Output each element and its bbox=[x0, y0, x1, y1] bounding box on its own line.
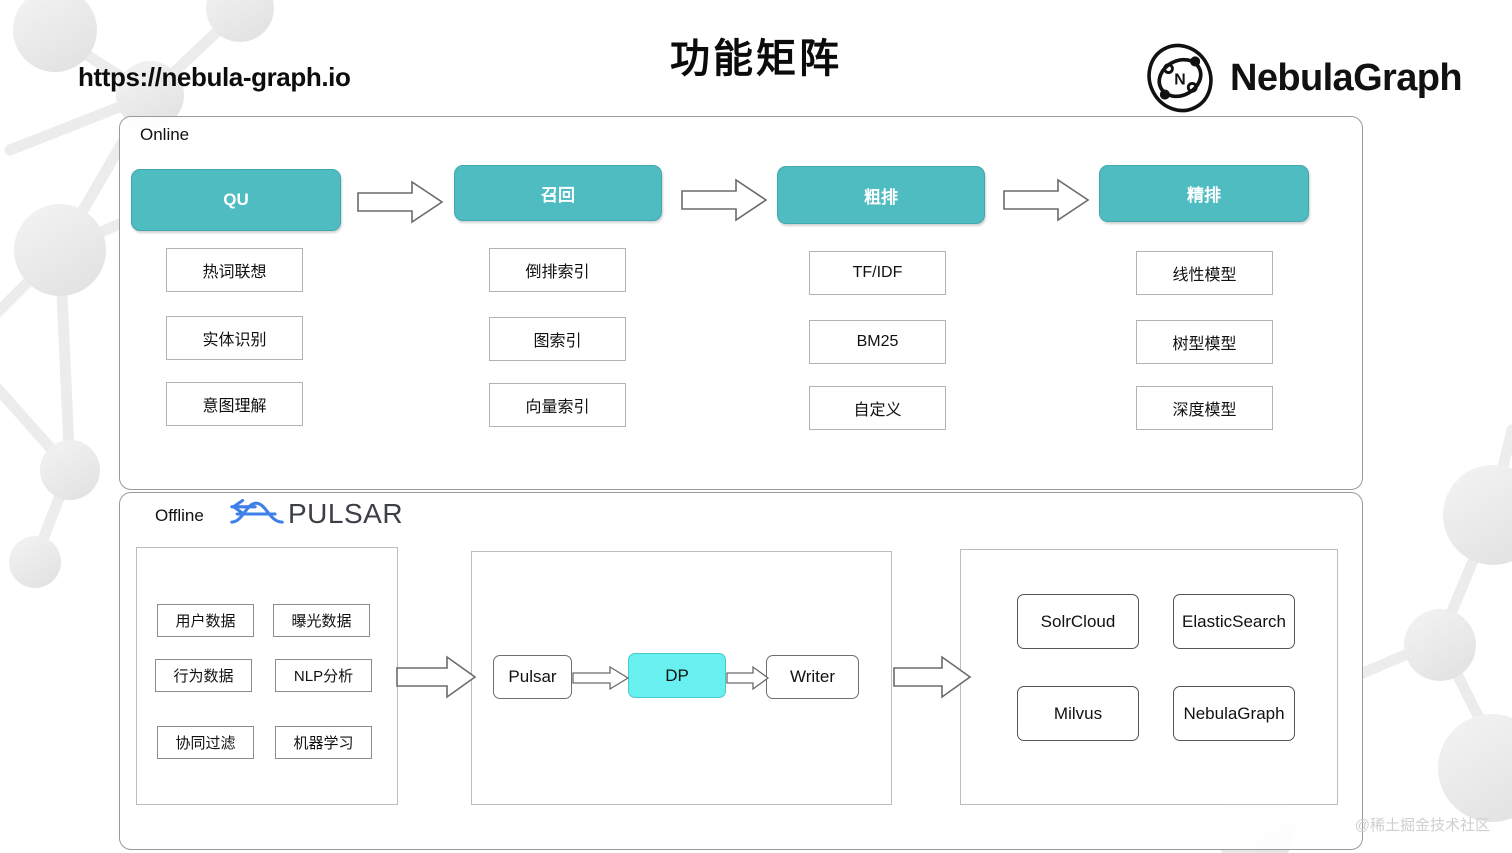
online-stage-qu[interactable]: QU bbox=[131, 169, 341, 231]
offline-panel-label: Offline bbox=[155, 506, 204, 525]
online-feature-box[interactable]: 倒排索引 bbox=[489, 248, 626, 292]
offline-arrow-2 bbox=[893, 655, 972, 699]
online-panel: Online QU 召回 粗排 精排 热词联想 实体识别 意图理解 倒排索引 图… bbox=[119, 116, 1363, 490]
offline-source-chip[interactable]: 协同过滤 bbox=[157, 726, 254, 759]
offline-pipeline-box-dp[interactable]: DP bbox=[628, 653, 726, 698]
online-stage-recall[interactable]: 召回 bbox=[454, 165, 662, 221]
offline-source-chip[interactable]: 机器学习 bbox=[275, 726, 372, 759]
offline-source-chip[interactable]: 行为数据 bbox=[155, 659, 252, 692]
slide-header: https://nebula-graph.io 功能矩阵 N NebulaGra… bbox=[0, 0, 1512, 115]
offline-pipeline-arrow-1 bbox=[572, 665, 630, 691]
online-stage-rough[interactable]: 粗排 bbox=[777, 166, 985, 224]
offline-stores-frame bbox=[960, 549, 1338, 805]
offline-pipeline-box-pulsar[interactable]: Pulsar bbox=[493, 655, 572, 699]
pulsar-wordmark: PULSAR bbox=[288, 498, 404, 529]
brand-logo: N NebulaGraph bbox=[1144, 42, 1463, 114]
offline-source-chip[interactable]: 曝光数据 bbox=[273, 604, 370, 637]
online-feature-box[interactable]: TF/IDF bbox=[809, 251, 946, 295]
page-title: 功能矩阵 bbox=[670, 37, 842, 81]
online-feature-box[interactable]: 树型模型 bbox=[1136, 320, 1273, 364]
online-arrow-2 bbox=[681, 178, 768, 222]
online-feature-box[interactable]: 向量索引 bbox=[489, 383, 626, 427]
online-feature-box[interactable]: 热词联想 bbox=[166, 248, 303, 292]
online-feature-box[interactable]: 深度模型 bbox=[1136, 386, 1273, 430]
online-feature-box[interactable]: BM25 bbox=[809, 320, 946, 364]
offline-source-chip[interactable]: NLP分析 bbox=[275, 659, 372, 692]
nebulagraph-logo-icon: N bbox=[1147, 43, 1213, 113]
online-feature-box[interactable]: 图索引 bbox=[489, 317, 626, 361]
offline-pipeline-box-writer[interactable]: Writer bbox=[766, 655, 859, 699]
offline-store-box[interactable]: NebulaGraph bbox=[1173, 686, 1295, 741]
pulsar-logo: PULSAR bbox=[228, 496, 403, 532]
offline-store-box[interactable]: ElasticSearch bbox=[1173, 594, 1295, 649]
pulsar-logo-icon bbox=[230, 498, 284, 524]
online-feature-box[interactable]: 意图理解 bbox=[166, 382, 303, 426]
watermark: @稀土掘金技术社区 bbox=[1354, 817, 1490, 834]
brand-name: NebulaGraph bbox=[1230, 56, 1463, 99]
offline-store-box[interactable]: Milvus bbox=[1017, 686, 1139, 741]
offline-source-chip[interactable]: 用户数据 bbox=[157, 604, 254, 637]
svg-text:N: N bbox=[1174, 71, 1185, 88]
online-panel-label: Online bbox=[140, 125, 190, 144]
online-feature-box[interactable]: 线性模型 bbox=[1136, 251, 1273, 295]
online-arrow-3 bbox=[1003, 178, 1090, 222]
online-feature-box[interactable]: 自定义 bbox=[809, 386, 946, 430]
online-stage-fine[interactable]: 精排 bbox=[1099, 165, 1309, 222]
offline-arrow-1 bbox=[396, 655, 477, 699]
online-feature-box[interactable]: 实体识别 bbox=[166, 316, 303, 360]
offline-store-box[interactable]: SolrCloud bbox=[1017, 594, 1139, 649]
offline-panel: Offline PULSAR 用户数据 曝光数据 行为数据 NLP分析 协同过滤… bbox=[119, 492, 1363, 850]
online-arrow-1 bbox=[357, 180, 444, 224]
offline-pipeline-arrow-2 bbox=[726, 665, 770, 691]
